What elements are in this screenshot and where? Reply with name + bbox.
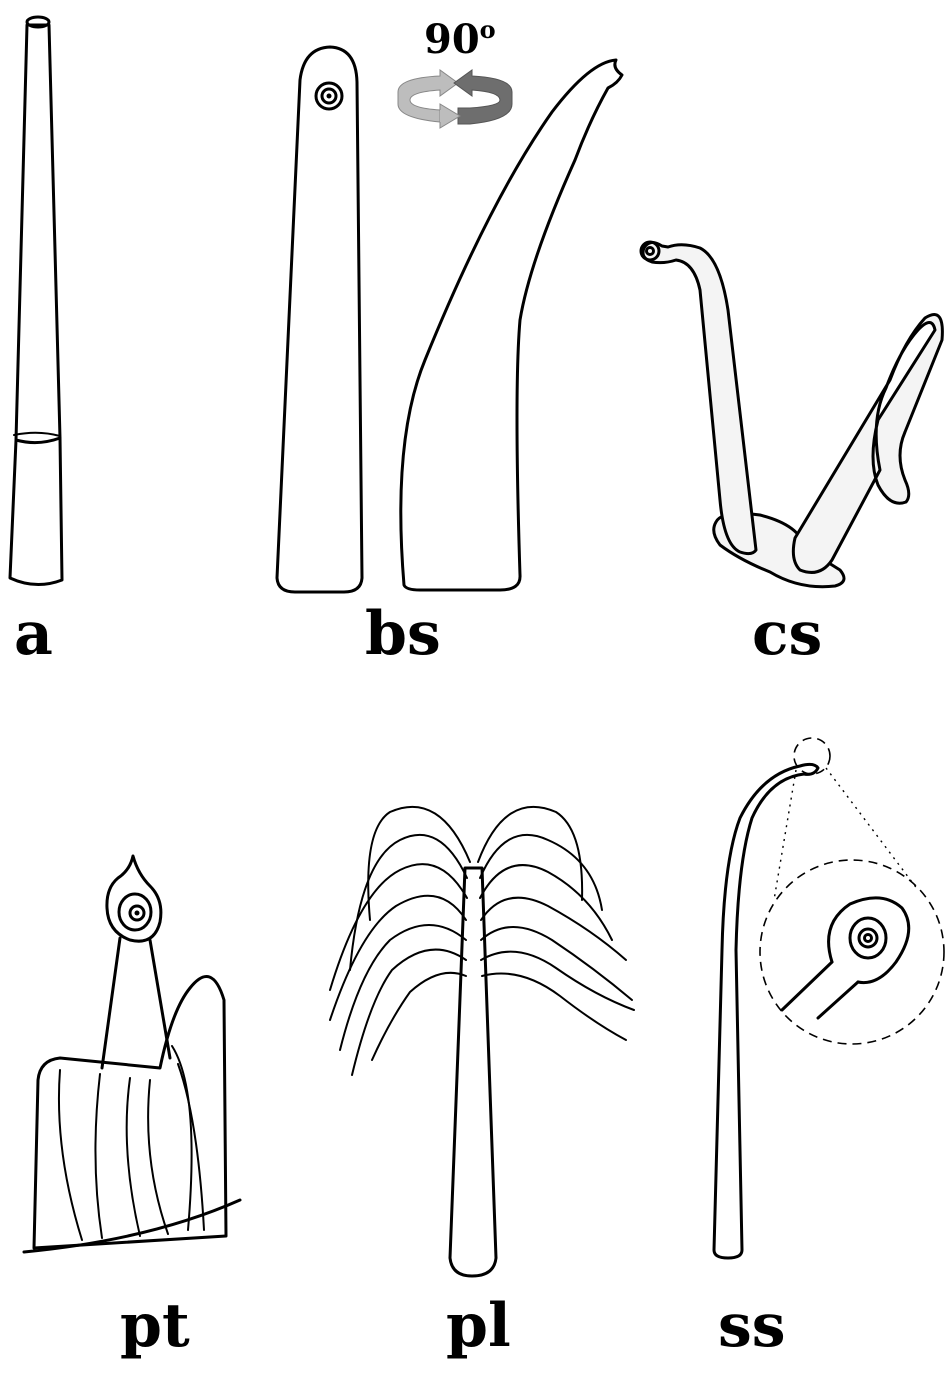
label-bs: bs [365, 604, 441, 664]
rotation-arrows-icon [398, 70, 512, 128]
rotation-label: 90o [424, 20, 496, 60]
label-cs: cs [752, 604, 822, 664]
label-pl: pl [446, 1296, 511, 1356]
rotation-value: 90 [424, 16, 480, 63]
sensillum-bs-side-drawing [401, 60, 622, 590]
sensillum-a-drawing [10, 17, 62, 585]
label-pt: pt [120, 1296, 190, 1356]
sensillum-ss-drawing [714, 738, 944, 1258]
sensillum-pl-drawing [330, 807, 634, 1276]
rotation-unit: o [480, 15, 496, 44]
label-ss: ss [718, 1296, 786, 1356]
sensillum-cs-drawing [641, 242, 942, 587]
sensillum-bs-front-drawing [277, 47, 362, 592]
sensillum-pt-drawing [24, 856, 240, 1252]
label-a: a [14, 604, 53, 664]
